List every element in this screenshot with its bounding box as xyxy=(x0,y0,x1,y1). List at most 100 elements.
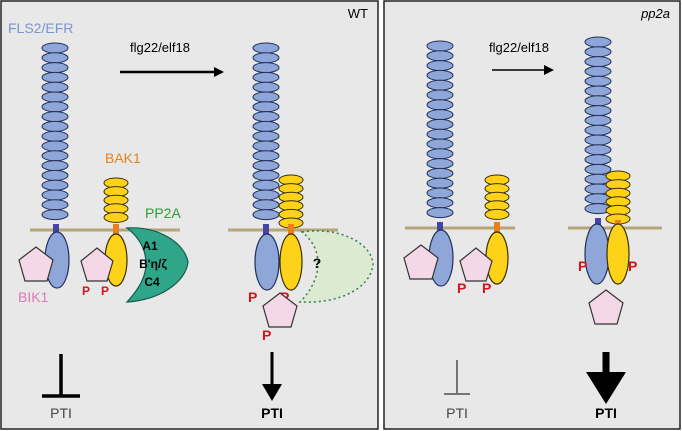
repeat-segment xyxy=(41,199,69,211)
pp2a-subunit-a1: A1 xyxy=(142,239,158,253)
repeat-segment xyxy=(41,120,69,132)
mutant-activation-head xyxy=(586,372,626,404)
repeat-segment xyxy=(426,167,454,179)
mutant-panel-title: pp2a xyxy=(640,6,670,21)
wt-bik1-on-bak1 xyxy=(80,247,114,282)
wt-panel: WT FLS2/EFR flg22/elf18 BIK1 BAK1 P P PP… xyxy=(0,0,379,430)
repeat-segment xyxy=(252,120,280,132)
pp2a-ghost xyxy=(298,230,374,303)
repeat-segment xyxy=(426,177,454,189)
repeat-segment xyxy=(252,160,280,172)
wt-receptor-phospho: P xyxy=(248,289,257,305)
wt-panel-title: WT xyxy=(348,6,368,21)
repeat-segment xyxy=(41,209,69,221)
wt-bak1-phospho-2: P xyxy=(101,284,109,298)
pp2a-subunit-b: B'η/ζ xyxy=(139,257,167,271)
bik1-label: BIK1 xyxy=(18,289,49,305)
repeat-segment xyxy=(252,91,280,103)
mutant-receptor-phospho: P xyxy=(578,258,587,274)
repeat-segment xyxy=(426,197,454,209)
mutant-bak1-phospho: P xyxy=(628,258,637,274)
repeat-segment xyxy=(584,114,612,126)
mutant-activated-receptor-ectodomain xyxy=(584,36,612,215)
repeat-segment xyxy=(41,169,69,181)
unknown-mark: ? xyxy=(313,255,322,271)
repeat-segment xyxy=(252,62,280,74)
repeat-segment xyxy=(426,158,454,170)
repeat-segment xyxy=(426,50,454,62)
repeat-segment xyxy=(41,111,69,123)
repeat-segment xyxy=(41,189,69,201)
repeat-segment xyxy=(252,169,280,181)
repeat-segment xyxy=(584,144,612,156)
repeat-segment xyxy=(41,179,69,191)
mutant-pti-inhibited: PTI xyxy=(446,405,468,421)
repeat-segment xyxy=(584,154,612,166)
repeat-segment xyxy=(426,118,454,130)
repeat-segment xyxy=(252,52,280,64)
repeat-segment xyxy=(584,95,612,107)
repeat-segment xyxy=(41,52,69,64)
repeat-segment xyxy=(41,42,69,54)
repeat-segment xyxy=(103,211,129,223)
repeat-segment xyxy=(426,187,454,199)
wt-activated-receptor-tm xyxy=(263,224,269,238)
mutant-activated-bak1-kinase xyxy=(606,223,630,285)
repeat-segment xyxy=(584,85,612,97)
repeat-segment xyxy=(584,163,612,175)
repeat-segment xyxy=(426,148,454,160)
mutant-resting-phospho-2: P xyxy=(482,280,491,296)
wt-activated-receptor-ectodomain xyxy=(252,42,280,221)
mutant-released-bik1 xyxy=(588,289,624,325)
repeat-segment xyxy=(426,79,454,91)
mutant-resting-bak1-ectodomain xyxy=(484,174,510,220)
wt-activated-bak1-kinase xyxy=(279,233,303,291)
mutant-resting-receptor-tm xyxy=(437,222,443,236)
repeat-segment xyxy=(41,150,69,162)
repeat-segment xyxy=(41,130,69,142)
wt-activation-head xyxy=(262,384,282,401)
repeat-segment xyxy=(41,81,69,93)
bak1-label: BAK1 xyxy=(105,150,141,166)
wt-activated-bak1-ectodomain xyxy=(278,174,304,229)
wt-resting-receptor-ectodomain xyxy=(41,42,69,221)
repeat-segment xyxy=(484,208,510,220)
wt-activated-receptor-kinase xyxy=(254,233,280,291)
mutant-bik1-on-receptor xyxy=(403,244,439,280)
pp2a-complex xyxy=(125,227,189,303)
mutant-resting-bak1-tm xyxy=(494,222,500,232)
repeat-segment xyxy=(584,105,612,117)
repeat-segment xyxy=(41,91,69,103)
wt-ligand-label: flg22/elf18 xyxy=(130,40,190,55)
repeat-segment xyxy=(584,56,612,68)
repeat-segment xyxy=(584,75,612,87)
mutant-bik1-on-bak1 xyxy=(459,247,493,282)
repeat-segment xyxy=(426,89,454,101)
repeat-segment xyxy=(41,62,69,74)
repeat-segment xyxy=(252,199,280,211)
repeat-segment xyxy=(584,124,612,136)
pp2a-subunit-c4: C4 xyxy=(144,275,160,289)
wt-bik1-phospho: P xyxy=(262,327,271,343)
repeat-segment xyxy=(426,138,454,150)
wt-released-bik1 xyxy=(262,292,298,328)
repeat-segment xyxy=(41,160,69,172)
repeat-segment xyxy=(252,130,280,142)
wt-resting-receptor-tm xyxy=(53,224,59,238)
repeat-segment xyxy=(426,60,454,72)
mutant-ligand-label: flg22/elf18 xyxy=(489,40,549,55)
wt-pti-activated: PTI xyxy=(261,405,283,421)
mutant-pti-activated: PTI xyxy=(595,405,617,421)
repeat-segment xyxy=(426,207,454,219)
repeat-segment xyxy=(41,101,69,113)
mutant-resting-receptor-ectodomain xyxy=(426,40,454,219)
repeat-segment xyxy=(426,99,454,111)
repeat-segment xyxy=(426,40,454,52)
wt-pti-inhibited: PTI xyxy=(50,405,72,421)
repeat-segment xyxy=(584,134,612,146)
repeat-segment xyxy=(252,81,280,93)
wt-resting-bak1-ectodomain xyxy=(103,177,129,223)
pp2a-mutant-panel: pp2a flg22/elf18 P P P P PTI PTI xyxy=(383,0,681,430)
repeat-segment xyxy=(584,36,612,48)
